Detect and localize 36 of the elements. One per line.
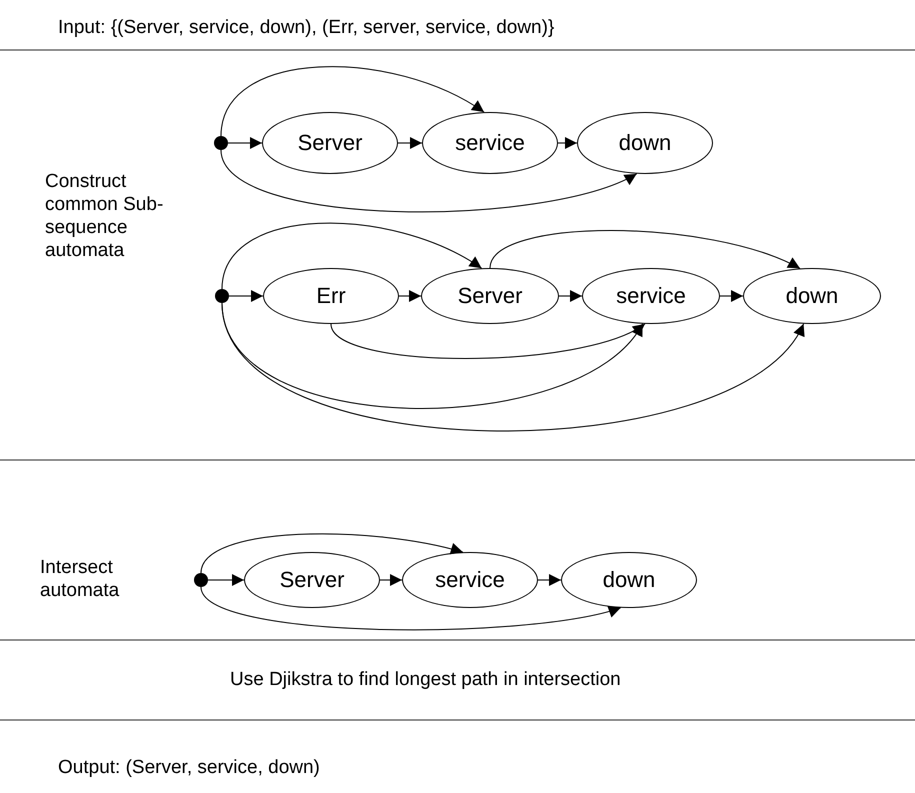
state-ellipse: Server (421, 268, 559, 324)
state-ellipse: Err (263, 268, 399, 324)
arrow (200, 586, 622, 630)
arrow (490, 230, 801, 269)
arrow (222, 302, 804, 432)
arrow (200, 533, 464, 574)
arrow (380, 574, 402, 586)
arrow (222, 222, 482, 290)
arrow (220, 66, 485, 136)
state-ellipse: down (577, 112, 713, 174)
arrow (228, 137, 262, 149)
text-label: Output: (Server, service, down) (58, 756, 320, 779)
state-ellipse: down (561, 552, 697, 608)
start-dot (214, 136, 228, 150)
text-label: Intersect automata (40, 556, 120, 602)
text-label: Input: {(Server, service, down), (Err, server, service, down)} (58, 16, 554, 39)
state-ellipse: down (743, 268, 881, 324)
start-dot (215, 289, 229, 303)
arrow (558, 290, 582, 302)
arrow (538, 574, 562, 586)
arrow (720, 290, 744, 302)
text-label: Construct common Sub-sequence automata (45, 170, 164, 262)
arrow (398, 137, 422, 149)
state-ellipse: Server (262, 112, 398, 174)
state-ellipse: service (582, 268, 720, 324)
state-ellipse: service (402, 552, 538, 608)
arrow (208, 574, 244, 586)
start-dot (194, 573, 208, 587)
arrow (228, 290, 264, 302)
state-ellipse: service (422, 112, 558, 174)
state-ellipse: Server (244, 552, 380, 608)
arrow (558, 137, 578, 149)
arrow (398, 290, 422, 302)
arrow (330, 323, 646, 359)
text-label: Use Djikstra to find longest path in intersection (230, 668, 621, 691)
arrow (220, 150, 638, 212)
